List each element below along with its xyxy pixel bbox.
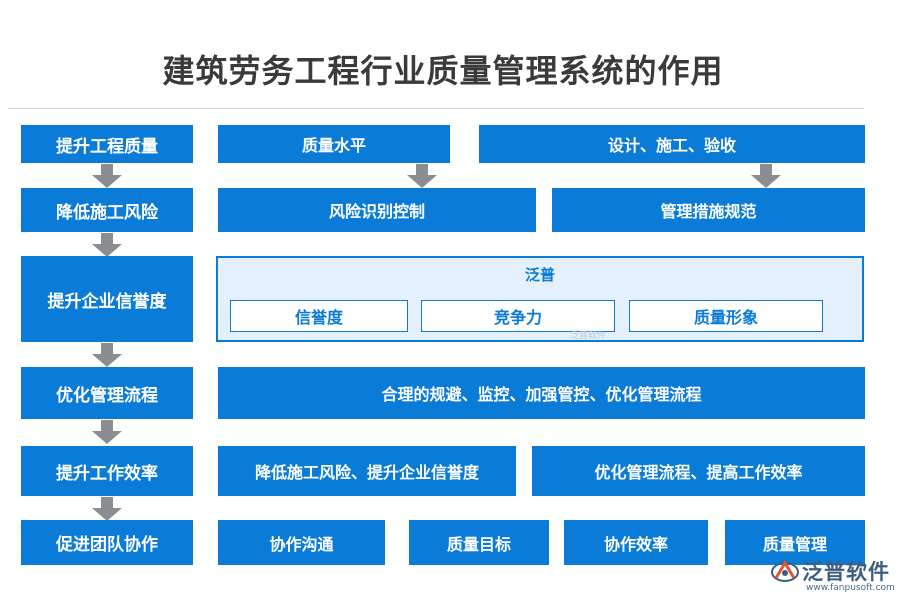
logo-url: www.fanpusoft.com (806, 583, 895, 593)
row1-item-2: 设计、施工、验收 (479, 125, 865, 163)
row6-label: 促进团队协作 (21, 520, 193, 565)
row6-item-4: 质量管理 (725, 520, 865, 565)
row6-item-1: 协作沟通 (218, 520, 385, 565)
down-arrow-icon (402, 164, 442, 188)
row3-label: 提升企业信誉度 (21, 256, 193, 342)
row2-item-1: 风险识别控制 (218, 188, 536, 232)
logo-icon (771, 560, 799, 582)
panel-item-quality-image: 质量形象 (629, 300, 823, 332)
down-arrow-icon (87, 233, 127, 257)
row2-label: 降低施工风险 (21, 188, 193, 232)
row1-label: 提升工程质量 (21, 125, 193, 163)
row2-item-2: 管理措施规范 (552, 188, 865, 232)
watermark-text: 泛普软件 (570, 331, 607, 341)
down-arrow-icon (87, 343, 127, 367)
row4-item-1: 合理的规避、监控、加强管控、优化管理流程 (218, 367, 865, 419)
row1-item-1: 质量水平 (218, 125, 450, 163)
logo-text: 泛普软件 (802, 560, 890, 584)
down-arrow-icon (87, 164, 127, 188)
panel-title: 泛普 (524, 266, 555, 284)
title-divider (8, 108, 864, 109)
row6-item-3: 协作效率 (564, 520, 708, 565)
panel-item-competitiveness: 竞争力 (421, 300, 615, 332)
panel-item-reputation: 信誉度 (230, 300, 408, 332)
row5-label: 提升工作效率 (21, 446, 193, 496)
down-arrow-icon (87, 420, 127, 444)
row5-item-1: 降低施工风险、提升企业信誉度 (218, 446, 516, 496)
row5-item-2: 优化管理流程、提高工作效率 (532, 446, 865, 496)
reputation-panel: 泛普 信誉度 竞争力 质量形象 泛普软件 (216, 256, 864, 342)
down-arrow-icon (746, 164, 786, 188)
row6-item-2: 质量目标 (409, 520, 549, 565)
down-arrow-icon (87, 497, 127, 521)
row4-label: 优化管理流程 (21, 367, 193, 419)
diagram-title: 建筑劳务工程行业质量管理系统的作用 (162, 52, 724, 90)
